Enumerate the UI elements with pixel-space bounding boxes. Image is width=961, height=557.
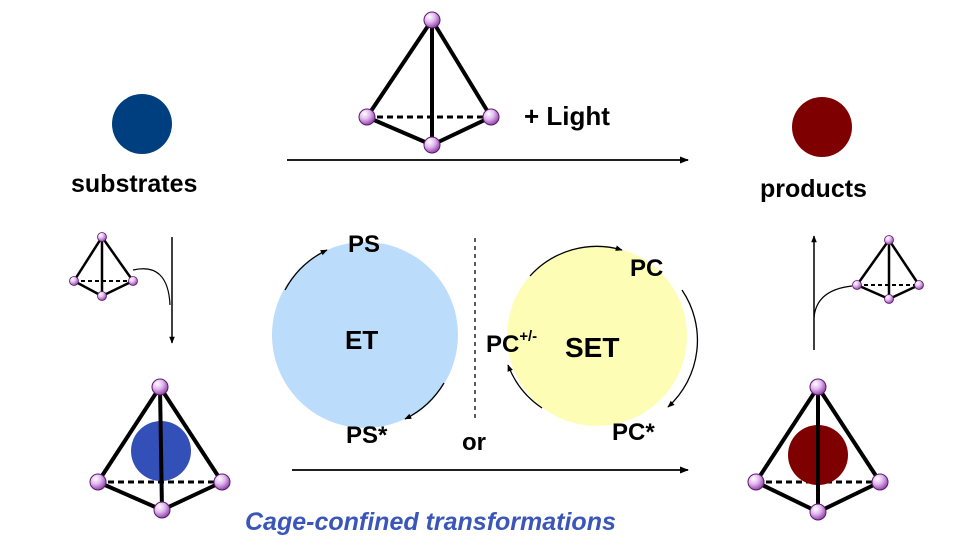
- cage-top: [358, 11, 500, 154]
- pc-excited-label: PC*: [612, 419, 655, 446]
- cage-release-curve: [813, 285, 853, 319]
- cage-with-product: [747, 378, 889, 521]
- set-cycle-arrow-top: [529, 245, 623, 277]
- caption: Cage-confined transformations: [245, 508, 616, 536]
- substrate-ball: [112, 94, 172, 154]
- pc-ion-charge: +/-: [519, 329, 538, 346]
- substrates-label: substrates: [71, 170, 198, 198]
- pc-ion-text: PC: [486, 331, 520, 358]
- et-label: ET: [345, 325, 379, 355]
- cage-join-curve: [132, 268, 171, 306]
- products-label: products: [760, 175, 867, 203]
- set-cycle-arrow-right: [667, 289, 699, 408]
- product-ball: [792, 97, 852, 157]
- or-label: or: [462, 429, 486, 456]
- light-label: + Light: [524, 101, 610, 131]
- et-cycle: [272, 242, 458, 428]
- set-label: SET: [565, 332, 620, 363]
- cage-small-left: [69, 232, 138, 301]
- set-cycle: [507, 246, 687, 426]
- pc-ion-label: PC+/-: [486, 330, 537, 358]
- pc-label: PC: [630, 255, 664, 282]
- et-cycle-arrow-bottom: [404, 382, 445, 420]
- et-cycle-arrow-top: [284, 249, 328, 291]
- set-cycle-arrow-left: [507, 364, 543, 409]
- ps-label: PS: [348, 231, 381, 258]
- cage-with-substrate: [89, 378, 231, 519]
- ps-excited-label: PS*: [346, 422, 388, 449]
- cage-small-right: [852, 235, 924, 304]
